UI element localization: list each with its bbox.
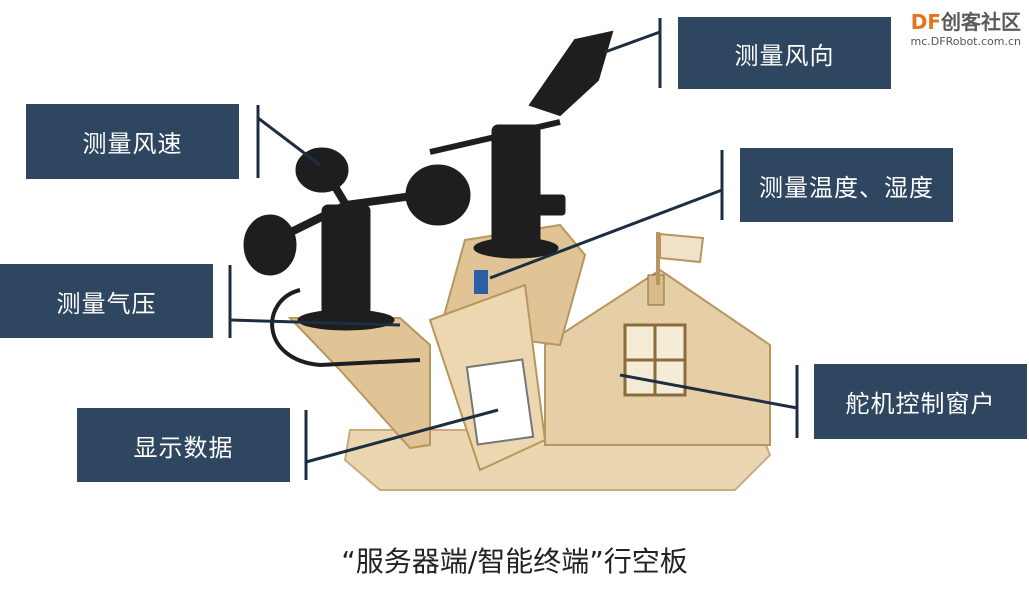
display-screen [465, 358, 535, 446]
temp-humidity-sensor [474, 270, 488, 294]
label-wind-direction: 测量风向 [678, 17, 891, 89]
label-servo-window: 舵机控制窗户 [814, 364, 1027, 439]
dfrobot-logo: DF创客社区 mc.DFRobot.com.cn [911, 6, 1021, 48]
flag [656, 232, 705, 285]
label-wind-speed: 测量风速 [26, 104, 239, 179]
logo-name: 创客社区 [941, 10, 1021, 34]
logo-url: mc.DFRobot.com.cn [910, 35, 1021, 48]
logo-brand: DF [910, 10, 941, 34]
left-wood-stand [287, 317, 431, 450]
anemometer [243, 147, 471, 368]
caption: “服务器端/智能终端”行空板 [341, 545, 688, 578]
wind-vane [429, 30, 614, 259]
label-air-pressure: 测量气压 [0, 264, 213, 338]
label-temp-humidity: 测量温度、湿度 [740, 148, 953, 222]
label-display-data: 显示数据 [77, 408, 290, 482]
display-board [428, 283, 547, 472]
